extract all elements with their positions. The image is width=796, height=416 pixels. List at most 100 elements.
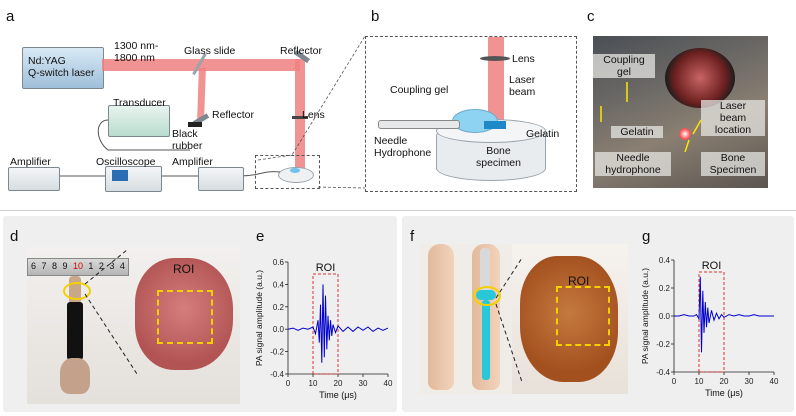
zoom-lines-f xyxy=(495,257,523,383)
y-axis-label: PA signal amplitude (a.u.) xyxy=(640,268,650,364)
tibia-photo: ROI xyxy=(512,244,628,394)
reflector-top-label: Reflector xyxy=(280,45,323,57)
wavelength-label: 1300 nm- 1800 nm xyxy=(114,40,159,64)
x-tick-label: 0 xyxy=(672,377,677,386)
ruler-tick: 10 xyxy=(72,261,83,271)
y-tick-label: -0.4 xyxy=(270,370,284,379)
y-tick-label: 0.0 xyxy=(659,312,671,321)
needle-hydrophone-b-label: Needle Hydrophone xyxy=(374,135,432,159)
bone-photo: 6 7 8 9 10 1 2 3 4 ROI xyxy=(27,246,240,404)
y-tick-label: 0.0 xyxy=(273,325,285,334)
x-tick-label: 20 xyxy=(334,379,343,388)
leg-illustration xyxy=(420,244,514,394)
cables xyxy=(58,35,366,189)
roi-window-label: ROI xyxy=(316,262,336,274)
tibia-roi-box xyxy=(556,286,610,346)
ruler-tick: 4 xyxy=(119,261,125,271)
lens-a xyxy=(292,116,308,119)
tibia-roi-label: ROI xyxy=(568,274,590,288)
transducer-label: Transducer xyxy=(113,97,166,109)
laser-label: Nd:YAG Q-switch laser xyxy=(28,55,95,79)
glass-slide-label: Glass slide xyxy=(184,45,236,57)
x-tick-label: 30 xyxy=(745,377,754,386)
y-tick-label: -0.2 xyxy=(270,348,284,357)
laser-box xyxy=(22,47,104,89)
ruler-tick: 3 xyxy=(109,261,115,271)
roi-window-label: ROI xyxy=(702,260,722,272)
x-axis-label: Time (μs) xyxy=(319,390,357,400)
ruler-tick: 8 xyxy=(51,261,57,271)
photo-gelatin-label: Gelatin xyxy=(611,126,663,138)
y-axis-label: PA signal amplitude (a.u.) xyxy=(254,270,264,366)
x-axis-label: Time (μs) xyxy=(705,388,743,398)
x-tick-label: 10 xyxy=(695,377,704,386)
x-tick-label: 10 xyxy=(309,379,318,388)
black-rubber-label: Black rubber xyxy=(172,128,203,152)
tibia-slice xyxy=(520,256,618,382)
y-tick-label: 0.2 xyxy=(659,284,671,293)
bone-end xyxy=(60,358,90,394)
panel-label-b: b xyxy=(371,8,380,25)
amplifier-left-label: Amplifier xyxy=(10,156,51,168)
sample-dish xyxy=(278,167,314,183)
leg-left xyxy=(428,244,454,390)
sample-gel xyxy=(290,168,300,173)
lens-b-label: Lens xyxy=(512,53,535,65)
x-tick-label: 40 xyxy=(770,377,779,386)
x-tick-label: 20 xyxy=(720,377,729,386)
photo-lens-ring xyxy=(665,48,735,108)
ruler-tick: 9 xyxy=(62,261,68,271)
lens-a-label: Lens xyxy=(302,109,325,121)
transducer-box xyxy=(108,105,170,137)
panel-label-a: a xyxy=(6,8,15,25)
reflector-mid-label: Reflector xyxy=(212,109,255,121)
setup-photo: Coupling gel Laser beam location Gelatin… xyxy=(593,36,768,188)
bone-slice xyxy=(135,258,233,370)
bone-slice-roi-label: ROI xyxy=(173,262,195,276)
y-tick-label: -0.2 xyxy=(656,340,670,349)
ruler-tick: 1 xyxy=(88,261,94,271)
pa-signal-chart-g: -0.4 -0.2 0.0 0.2 0.4 0 10 20 30 40 ROI Time (μs) PA… xyxy=(640,256,779,398)
photo-coupling-gel-label: Coupling gel xyxy=(593,54,655,78)
roi-window xyxy=(698,271,725,373)
leg-roi-ellipse xyxy=(473,286,501,306)
amplifier-left-box xyxy=(8,167,60,191)
ruler-tick: 2 xyxy=(98,261,104,271)
bone-specimen-b-label: Bone specimen xyxy=(476,145,521,169)
amplifier-right-label: Amplifier xyxy=(172,156,213,168)
tibia-bone xyxy=(482,300,490,380)
photo-bone-specimen-label: Bone Specimen xyxy=(701,152,765,176)
panel-label-e: e xyxy=(256,228,265,245)
needle-hydrophone-b xyxy=(378,120,460,129)
roi-window xyxy=(312,273,339,375)
panel-label-d: d xyxy=(10,228,19,245)
coupling-gel-b-label: Coupling gel xyxy=(390,84,449,96)
lens-b xyxy=(480,56,510,61)
laser-beam-b-label: Laser beam xyxy=(509,74,536,98)
bone-roi-ellipse xyxy=(63,282,91,300)
y-tick-label: -0.4 xyxy=(656,368,670,377)
gelatin-b-label: Gelatin xyxy=(526,128,560,140)
panel-label-g: g xyxy=(642,228,651,245)
y-tick-label: 0.4 xyxy=(659,256,671,265)
femur xyxy=(480,248,490,292)
panel-label-f: f xyxy=(410,228,415,245)
x-tick-label: 0 xyxy=(286,379,291,388)
oscilloscope-screen xyxy=(112,170,128,181)
amplifier-right-box xyxy=(198,167,244,191)
y-tick-label: 0.4 xyxy=(273,280,285,289)
pa-signal-line xyxy=(674,276,774,353)
photo-arrows xyxy=(600,82,702,153)
x-tick-label: 40 xyxy=(384,379,393,388)
y-tick-label: 0.6 xyxy=(273,258,285,267)
photo-needle-hydrophone-label: Needle hydrophone xyxy=(595,152,671,176)
photo-laser-location-label: Laser beam location xyxy=(701,100,765,136)
zoom-detail-box: Lens Laser beam Coupling gel Gelatin Nee… xyxy=(365,36,577,192)
photo-laser-spot xyxy=(679,128,691,140)
ruler-tick: 7 xyxy=(41,261,47,271)
row-divider xyxy=(0,210,796,211)
black-rubber xyxy=(188,122,202,127)
oscilloscope-label: Oscilloscope xyxy=(96,156,156,168)
bone-specimen-b xyxy=(484,121,506,129)
